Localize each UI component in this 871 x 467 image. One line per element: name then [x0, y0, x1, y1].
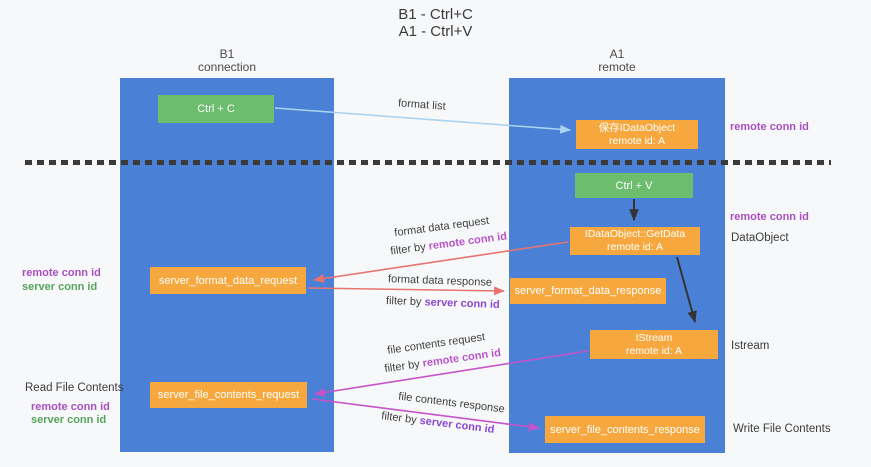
server-format-data-request-box: server_format_data_request — [150, 267, 306, 294]
ctrl-c-box: Ctrl + C — [158, 95, 274, 123]
idataobject-getdata-box: IDataObject::GetData remote id: A — [570, 227, 700, 255]
remote-conn-id-label-upper-left: remote conn id — [22, 267, 101, 279]
conn-id-block-upper-left: remote conn id server conn id — [22, 266, 101, 294]
server-file-contents-request-box: server_file_contents_request — [150, 382, 307, 408]
filter-by-text: filter by — [385, 295, 422, 309]
write-file-contents-label: Write File Contents — [733, 423, 831, 435]
istream-line2: remote id: A — [625, 344, 683, 357]
server-conn-id-key: server conn id — [424, 296, 500, 311]
remote-conn-id-label-mid-right: remote conn id — [730, 211, 809, 223]
format-data-request-arrow — [312, 241, 569, 283]
title-line-1: B1 - Ctrl+C — [398, 6, 473, 23]
idataobject-getdata-line2: remote id: A — [606, 241, 664, 253]
dashed-divider-line — [25, 160, 831, 165]
save-idataobject-line2: remote id: A — [608, 134, 666, 147]
remote-conn-id-label-lower-left: remote conn id — [31, 401, 110, 413]
read-file-contents-label: Read File Contents — [25, 382, 124, 394]
server-format-data-response-box: server_format_data_response — [510, 278, 666, 304]
lane-a1-title: A1 — [609, 47, 625, 61]
title-line-2: A1 - Ctrl+V — [398, 23, 473, 40]
lane-header-b1: B1 connection — [120, 48, 334, 74]
save-idataobject-line1: 保存IDataObject — [598, 121, 676, 134]
lane-b1-subtitle: connection — [197, 60, 257, 74]
istream-side-label: Istream — [731, 340, 770, 352]
server-conn-id-label-upper-left: server conn id — [22, 281, 98, 293]
istream-box: IStream remote id: A — [590, 330, 718, 359]
server-file-contents-response-box: server_file_contents_response — [545, 416, 705, 443]
getdata-to-istream-arrow — [676, 256, 697, 324]
ctrl-v-box: Ctrl + V — [575, 173, 693, 198]
format-list-arrow — [274, 107, 572, 134]
file-contents-request-arrow — [313, 350, 589, 397]
istream-line1: IStream — [635, 331, 673, 344]
dataobject-label: DataObject — [731, 232, 789, 244]
file-contents-response-arrow — [311, 398, 541, 432]
server-conn-id-label-lower-left: server conn id — [31, 414, 107, 426]
lane-a1-subtitle: remote — [598, 60, 636, 74]
save-idataobject-box: 保存IDataObject remote id: A — [576, 120, 698, 149]
lane-b1-title: B1 — [219, 47, 235, 61]
idataobject-getdata-line1: IDataObject::GetData — [584, 228, 686, 240]
conn-id-block-lower-left: remote conn id server conn id — [31, 401, 110, 427]
lane-header-a1: A1 remote — [509, 48, 725, 74]
format-data-response-arrow — [307, 286, 506, 296]
diagram-title: B1 - Ctrl+C A1 - Ctrl+V — [0, 6, 871, 40]
remote-conn-id-label-top-right: remote conn id — [730, 121, 809, 133]
